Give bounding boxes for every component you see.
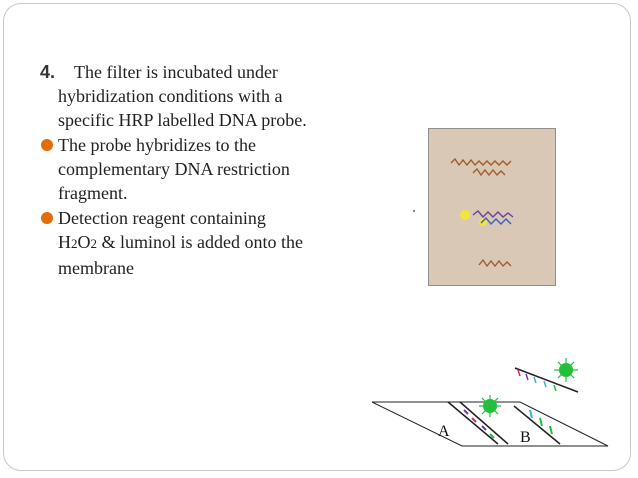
hrp-glow-icon: [554, 358, 578, 382]
membrane-diagram: A B: [371, 358, 609, 447]
probe-strand: [514, 367, 579, 393]
text-fragment: O: [77, 232, 91, 252]
base-mark: [529, 409, 533, 419]
base-mark: [481, 425, 487, 431]
text-line: specific HRP labelled DNA probe.: [58, 110, 307, 130]
text-fragment: H: [58, 232, 71, 252]
probe-squiggle: [450, 157, 512, 167]
text-line: The probe hybridizes to the: [58, 135, 256, 155]
hrp-glow-icon: [479, 395, 501, 417]
text-line: Detection reagent containing: [58, 208, 266, 228]
bullet-icon: [41, 139, 53, 151]
membrane-illustration: [428, 128, 556, 286]
probe-squiggle-purple: [472, 210, 514, 219]
yellow-spot: [460, 210, 470, 220]
base-mark: [549, 425, 553, 435]
dna-strand-b: [513, 405, 561, 445]
text-line: H2O2 & luminol is added onto the: [58, 232, 303, 252]
dna-strand-a: [447, 401, 499, 445]
stray-dot: [413, 210, 415, 212]
base-mark: [489, 433, 495, 439]
slide-body-text: 4. The filter is incubated under hybridi…: [40, 60, 350, 281]
text-line: membrane: [58, 258, 134, 278]
text-fragment: 2: [90, 236, 98, 251]
text-line: complementary DNA restriction: [58, 159, 290, 179]
probe-squiggle-blue: [480, 216, 512, 226]
bullet-icon: [41, 212, 53, 224]
dna-strand-a-partner: [459, 401, 509, 445]
base-mark: [517, 369, 521, 377]
label-b: B: [520, 429, 531, 446]
label-a: A: [438, 423, 450, 440]
text-fragment: 2: [71, 236, 78, 251]
yellow-spot: [479, 218, 487, 226]
probe-squiggle: [478, 258, 512, 268]
step-number: 4.: [40, 62, 56, 82]
probe-squiggle: [472, 167, 506, 177]
base-mark: [539, 417, 543, 427]
base-mark: [471, 417, 477, 423]
bullet-paragraph: The probe hybridizes to the complementar…: [40, 133, 350, 205]
base-mark: [553, 384, 557, 392]
base-mark: [463, 409, 469, 415]
bullet-paragraph: Detection reagent containing H2O2 & lumi…: [40, 206, 350, 280]
membrane-svg: [450, 157, 514, 268]
text-line: The filter is incubated under: [74, 62, 278, 82]
paragraph-step-4: 4. The filter is incubated under hybridi…: [40, 60, 350, 132]
text-line: hybridization conditions with a: [58, 86, 283, 106]
base-mark: [533, 376, 537, 384]
base-mark: [543, 380, 547, 388]
text-line: fragment.: [58, 183, 128, 203]
text-fragment: & luminol is added onto the: [97, 232, 303, 252]
base-mark: [525, 373, 529, 381]
